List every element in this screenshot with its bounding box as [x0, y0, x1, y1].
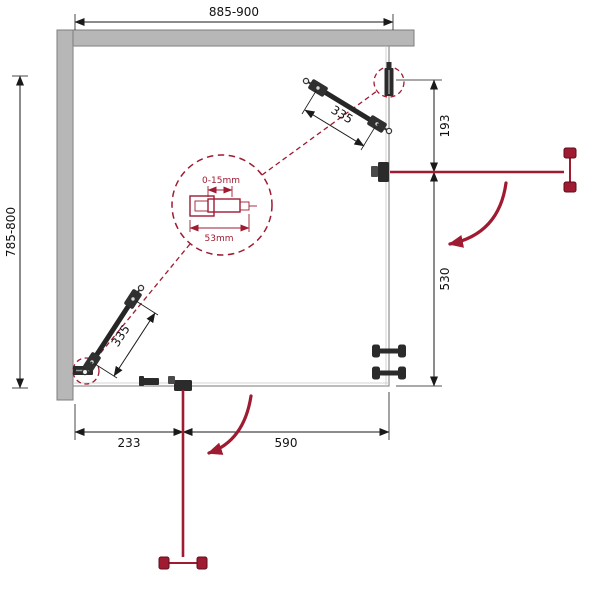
- enclosure-outline: [72, 45, 390, 387]
- hinge-right-door: [371, 162, 389, 182]
- dim-left-height: 785-800: [4, 75, 28, 389]
- bottom-door-open: [158, 390, 208, 570]
- open-door-top-right: [302, 77, 393, 135]
- dim-top-width: 885-900: [74, 5, 394, 30]
- wall-profile-section-drawing: [189, 195, 257, 217]
- detail-dim-profile-width: 53mm: [189, 214, 250, 244]
- enclosure: [72, 45, 390, 387]
- right-door-open: [390, 147, 577, 193]
- detail-label-profile-width: 53mm: [205, 234, 234, 244]
- dim-label-top-width: 885-900: [209, 5, 259, 19]
- detail-dim-adjustment: 0-15mm: [202, 176, 240, 197]
- swing-arrow-bottom: [207, 394, 253, 455]
- dim-right-lower: 530: [396, 171, 452, 387]
- top-wall: [56, 29, 415, 47]
- detail-view: 0-15mm 53mm: [171, 154, 273, 256]
- dim-right-upper: 193: [396, 79, 452, 173]
- hinge-bottom-door: [168, 376, 192, 391]
- open-door-bottom-left: [81, 284, 145, 376]
- dim-label-bottom-right: 590: [275, 436, 298, 450]
- hinge-pivot-icon: [385, 127, 393, 135]
- bottom-door-handle: [158, 556, 208, 570]
- hinge-pivot-icon: [302, 77, 310, 85]
- dim-bottom-left: 233: [74, 404, 184, 450]
- detail-marker-bottom-left: [72, 357, 100, 385]
- hinge-pivot-icon: [81, 368, 89, 376]
- hinge-pivot-icon: [137, 284, 145, 292]
- dim-label-left-height: 785-800: [4, 207, 18, 257]
- glass-connector-lower: [372, 366, 406, 380]
- swing-arrow-right: [448, 181, 508, 248]
- detail-connector-line-top: [261, 90, 378, 176]
- dim-label-right-lower: 530: [438, 268, 452, 291]
- detail-label-adjustment: 0-15mm: [202, 176, 240, 186]
- dim-label-bottom-left: 233: [118, 436, 141, 450]
- bottom-panel-bracket: [139, 376, 159, 386]
- left-wall: [56, 29, 74, 401]
- glass-connector-upper: [372, 344, 406, 358]
- detail-connector-line-bottom: [93, 243, 191, 362]
- right-door-handle: [563, 147, 577, 193]
- dim-label-right-upper: 193: [438, 115, 452, 138]
- dim-bottom-right: 590: [182, 392, 390, 450]
- wall-profile-top-right: [384, 62, 394, 96]
